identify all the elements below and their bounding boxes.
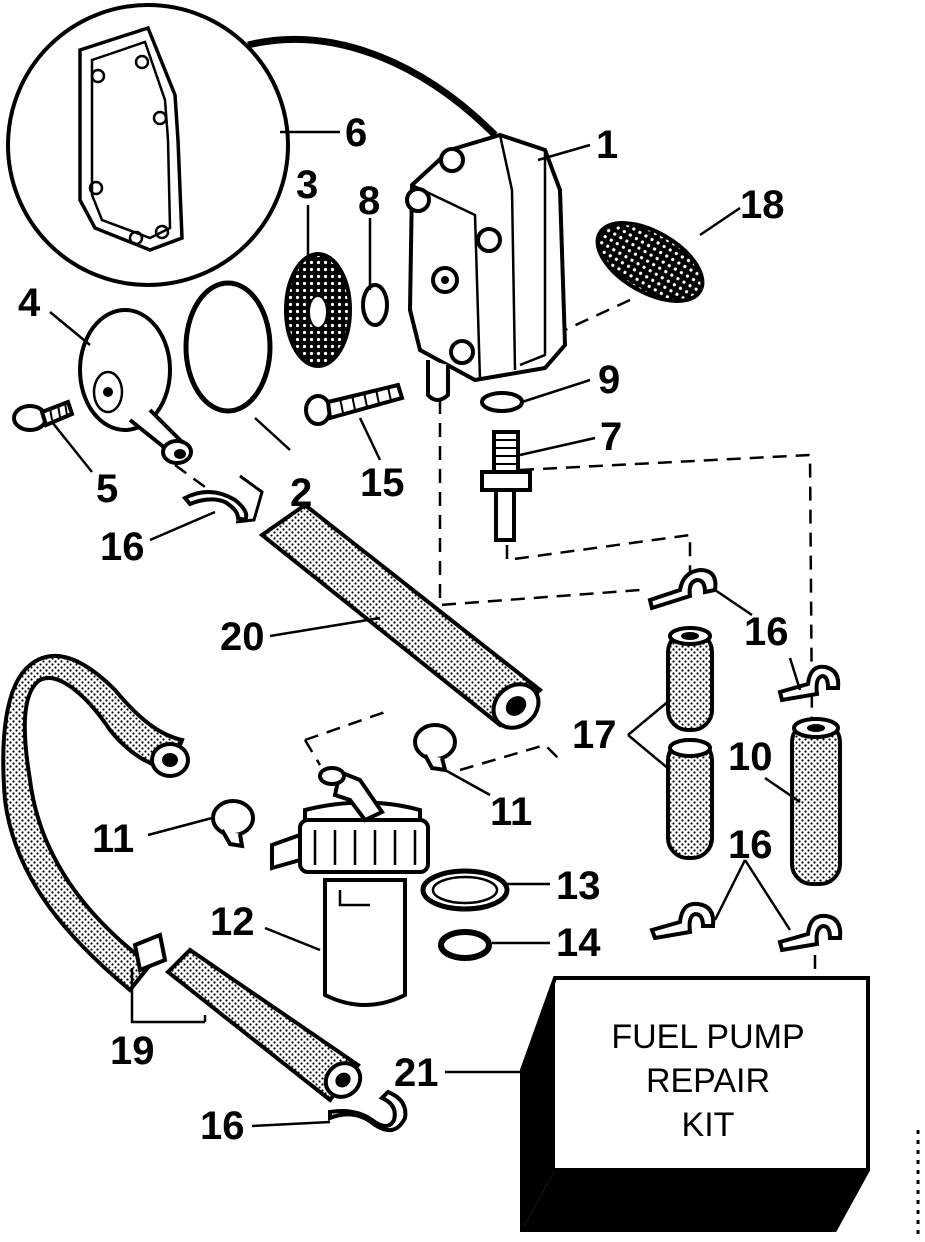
hose-clip-1	[647, 567, 718, 611]
hose-right	[790, 717, 842, 886]
pump-body	[405, 132, 568, 402]
clamp-upper	[413, 723, 457, 773]
fuel-hose-lower	[164, 947, 363, 1103]
callout-17: 17	[572, 713, 617, 757]
callout-14: 14	[556, 921, 601, 965]
callout-2: 2	[290, 471, 312, 515]
hose-clip-top	[181, 474, 264, 524]
callout-5: 5	[96, 467, 118, 511]
cover-screw	[12, 399, 75, 432]
callout-13: 13	[556, 864, 601, 908]
callout-3: 3	[296, 163, 318, 207]
callout-16-top: 16	[100, 525, 145, 569]
callout-12: 12	[210, 900, 255, 944]
callout-labels: 1 2 3 4 5 6 7 8 9 10 11 11 12 13 14 15 1…	[18, 111, 789, 1148]
callout-19: 19	[110, 1029, 155, 1073]
callout-16-right: 16	[744, 610, 789, 654]
filter-o-ring	[420, 868, 510, 912]
fitting	[480, 430, 532, 542]
callout-4: 4	[18, 281, 41, 325]
fuel-filter-assembly	[270, 766, 430, 1007]
callout-6: 6	[345, 111, 367, 155]
callout-20: 20	[220, 615, 265, 659]
hose-clip-bottom	[328, 1089, 408, 1133]
callout-21: 21	[394, 1051, 439, 1095]
hose-clip-2	[777, 664, 841, 703]
large-o-ring	[183, 280, 273, 414]
kit-text-line3: KIT	[682, 1106, 735, 1144]
callout-7: 7	[600, 415, 622, 459]
clamp-left	[211, 799, 255, 849]
hose-clip-3	[649, 901, 716, 941]
leader-lines	[49, 130, 802, 1128]
hose-clip-4	[777, 913, 843, 953]
short-hose-upper	[666, 626, 714, 732]
repair-kit-box: FUEL PUMP REPAIR KIT	[520, 976, 870, 1232]
callout-11-left: 11	[92, 817, 134, 861]
short-hose-lower	[666, 738, 714, 860]
long-screw	[304, 382, 405, 426]
fuel-hose-loop	[1, 654, 190, 993]
filter-screen	[595, 221, 705, 303]
pump-cover	[78, 308, 193, 465]
callout-8: 8	[358, 179, 380, 223]
callout-18: 18	[740, 183, 785, 227]
fuel-hose-upper	[258, 502, 544, 730]
callout-16-bottom: 16	[200, 1104, 245, 1148]
callout-9: 9	[598, 358, 620, 402]
callout-1: 1	[596, 123, 618, 167]
small-o-ring	[361, 283, 389, 327]
callout-15: 15	[360, 461, 405, 505]
washer	[480, 391, 524, 413]
gasket-detail-circle	[6, 3, 498, 287]
callout-10: 10	[728, 735, 773, 779]
callout-16-lower: 16	[728, 823, 773, 867]
kit-text-line1: FUEL PUMP	[611, 1018, 804, 1056]
filter-washer	[438, 929, 492, 961]
callout-11-right: 11	[490, 790, 532, 834]
kit-text-line2: REPAIR	[646, 1062, 770, 1100]
